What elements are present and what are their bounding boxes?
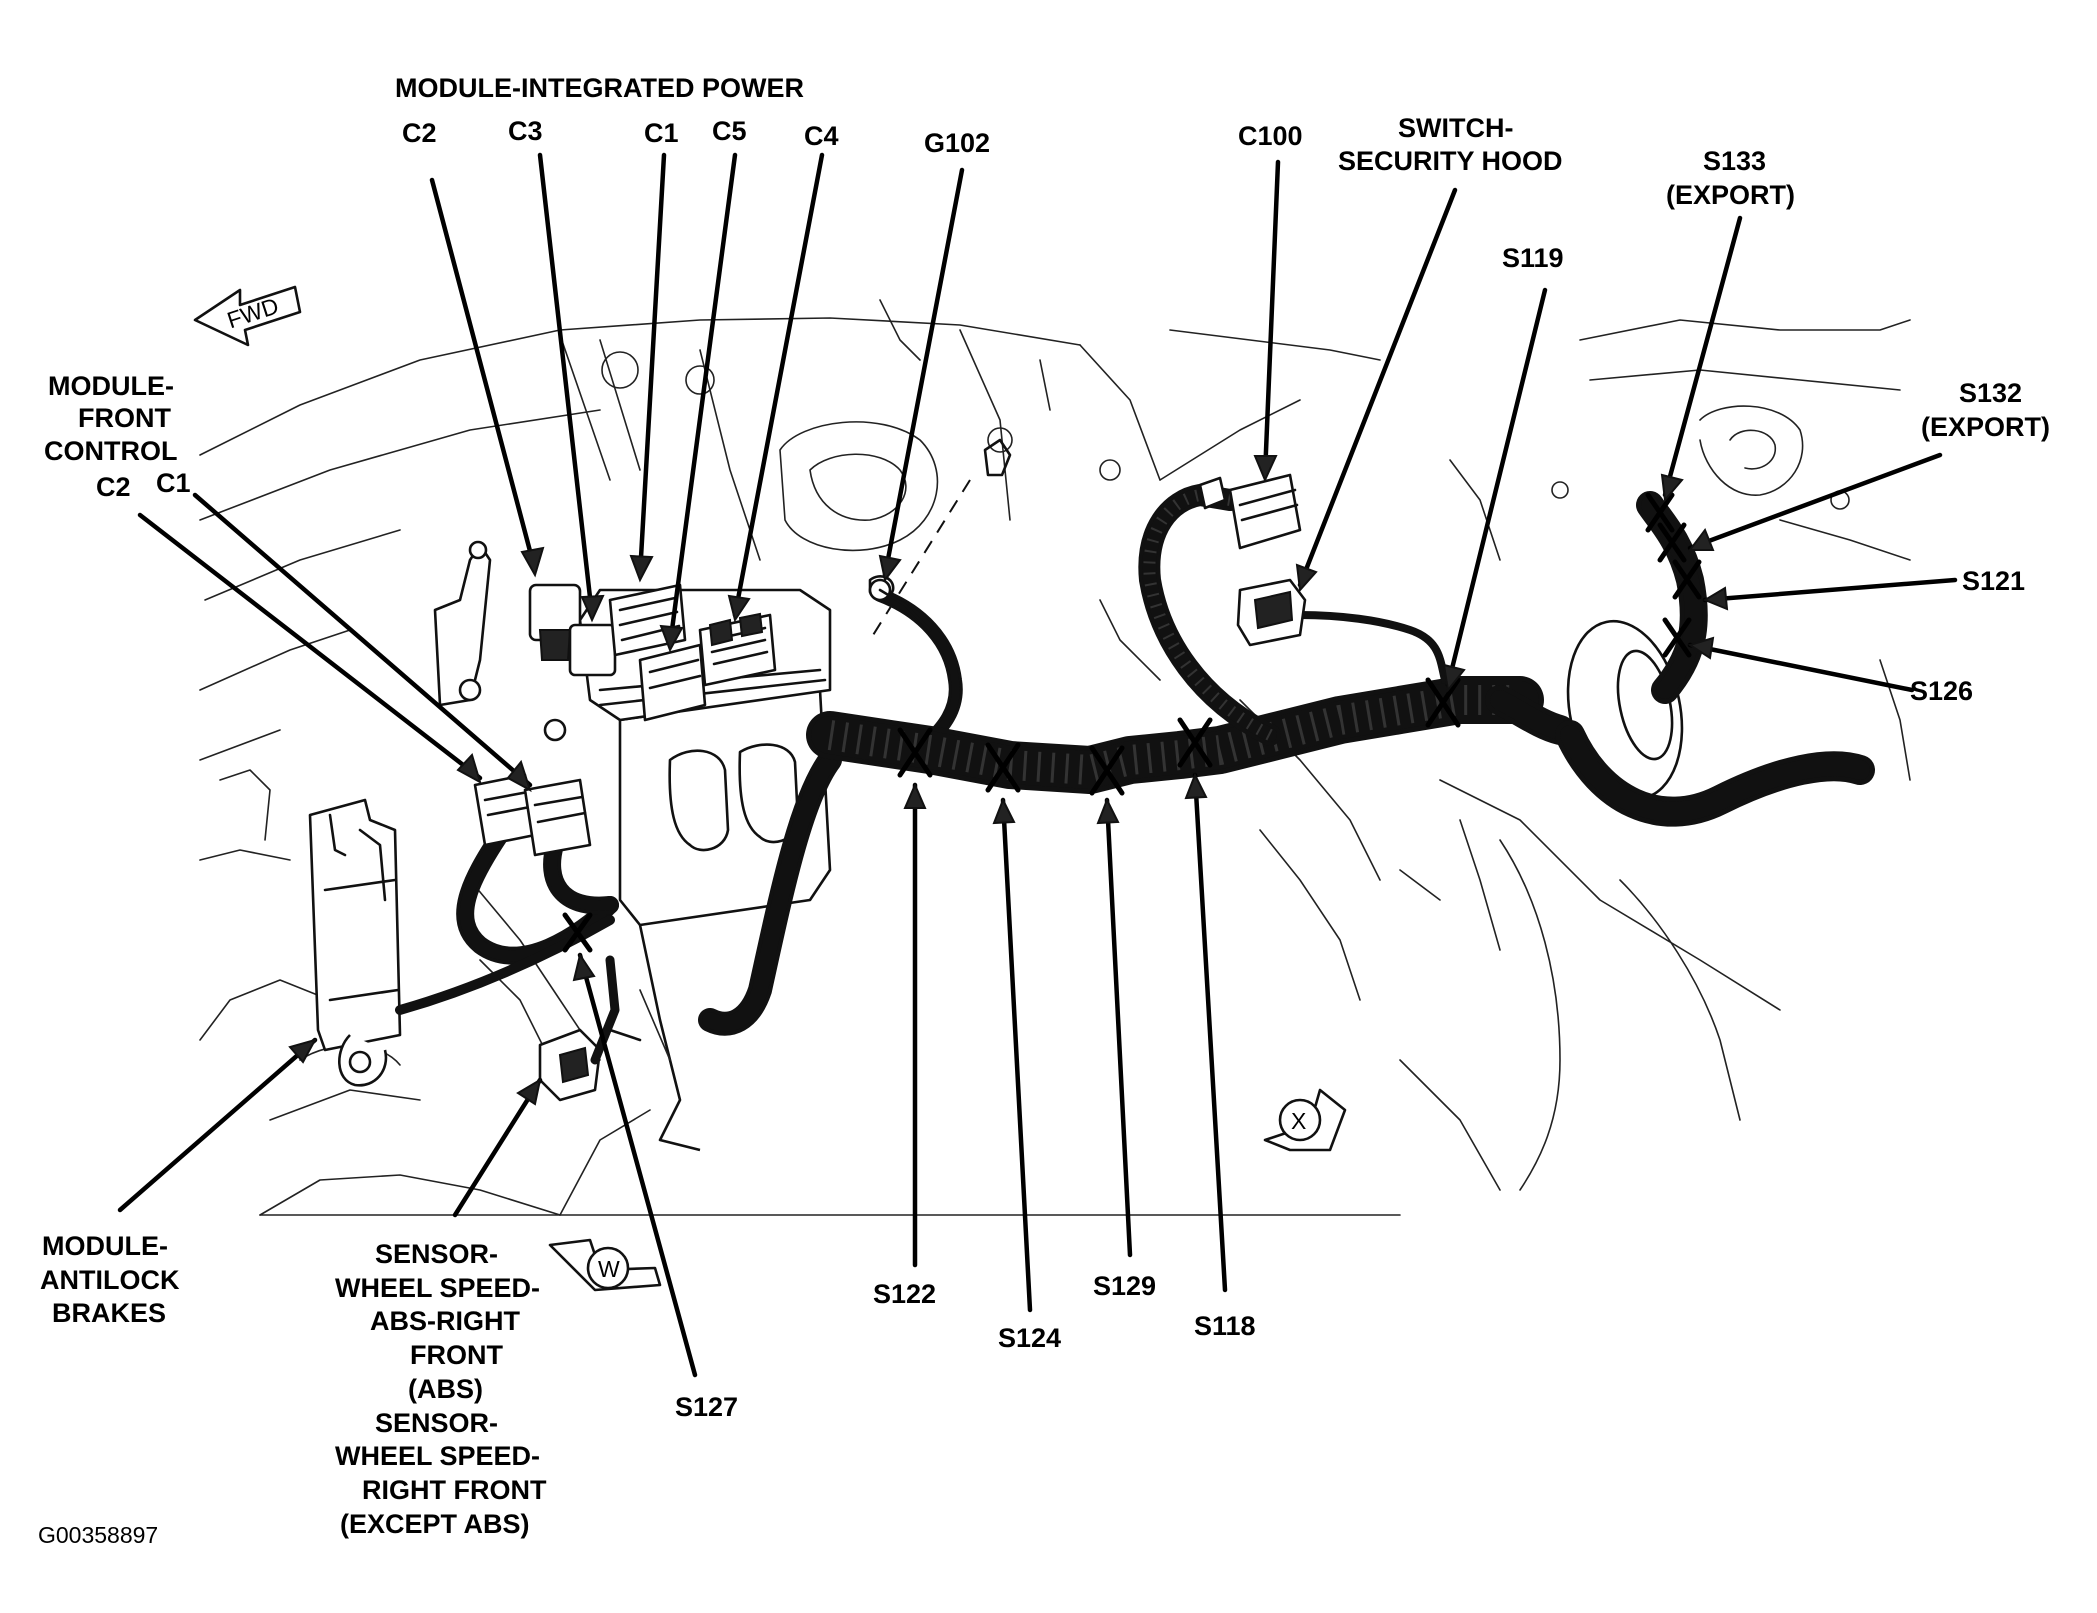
figure-id: G00358897 (38, 1522, 158, 1548)
label-module-front-control-3: CONTROL (44, 436, 177, 466)
label-sensor-7: WHEEL SPEED- (335, 1441, 540, 1471)
wheel-speed-sensor-connector (538, 955, 642, 1102)
g102-ground (868, 578, 932, 632)
label-s133-2: (EXPORT) (1666, 180, 1795, 210)
label-sensor-9: (EXCEPT ABS) (340, 1509, 530, 1539)
label-g102: G102 (924, 128, 990, 158)
label-module-front-control-2: FRONT (78, 403, 171, 433)
view-w-marker: W (548, 1238, 662, 1292)
label-sensor-1: SENSOR- (375, 1239, 498, 1269)
label-ipm-c1: C1 (644, 118, 679, 148)
label-s132-1: S132 (1959, 378, 2022, 408)
ipm-c3-connector (568, 623, 617, 677)
leader-lines (117, 152, 1958, 1378)
label-module-integrated-power: MODULE-INTEGRATED POWER (395, 73, 804, 103)
label-sensor-5: (ABS) (408, 1374, 483, 1404)
splice-s127 (562, 912, 593, 953)
label-s119: S119 (1502, 243, 1564, 273)
label-module-antilock-brakes-3: BRAKES (52, 1298, 166, 1328)
splice-s122 (897, 727, 933, 778)
label-sensor-2: WHEEL SPEED- (335, 1273, 540, 1303)
label-sensor-6: SENSOR- (375, 1408, 498, 1438)
label-s121: S121 (1962, 566, 2025, 596)
label-sensor-8: RIGHT FRONT (362, 1475, 547, 1505)
callout-labels: MODULE-INTEGRATED POWER C2 C3 C1 C5 C4 G… (38, 73, 2050, 1548)
label-s118: S118 (1194, 1311, 1256, 1341)
label-s132-2: (EXPORT) (1921, 412, 2050, 442)
label-fcm-c1: C1 (156, 468, 191, 498)
antilock-brake-module (308, 798, 615, 1087)
label-s133-1: S133 (1703, 146, 1766, 176)
security-hood-switch (1236, 578, 1307, 647)
splice-s124 (985, 742, 1021, 793)
main-wiring-harness (698, 484, 1875, 1036)
label-module-antilock-brakes-1: MODULE- (42, 1231, 168, 1261)
view-x-letter: X (1291, 1108, 1306, 1134)
splice-marks (562, 492, 1702, 953)
label-ipm-c4: C4 (804, 121, 839, 151)
splice-s121 (1672, 559, 1702, 600)
splice-s118 (1177, 717, 1213, 768)
splice-s133 (1645, 492, 1675, 533)
splice-s129 (1089, 745, 1125, 796)
fwd-arrow-indicator: FWD (193, 285, 302, 347)
view-x-marker: X (1263, 1088, 1347, 1152)
label-sensor-4: FRONT (410, 1340, 503, 1370)
label-module-front-control-1: MODULE- (48, 371, 174, 401)
label-s124: S124 (998, 1323, 1061, 1353)
splice-s126 (1662, 617, 1692, 658)
view-w-letter: W (598, 1256, 620, 1282)
label-s122: S122 (873, 1279, 936, 1309)
label-s127: S127 (675, 1392, 738, 1422)
label-switch-security-hood-2: SECURITY HOOD (1338, 146, 1563, 176)
label-s129: S129 (1093, 1271, 1156, 1301)
label-ipm-c2: C2 (402, 118, 437, 148)
c100-connector (1198, 473, 1302, 550)
splice-s119 (1425, 677, 1461, 728)
label-module-antilock-brakes-2: ANTILOCK (40, 1265, 180, 1295)
label-switch-security-hood-1: SWITCH- (1398, 113, 1513, 143)
label-s126: S126 (1910, 676, 1973, 706)
label-sensor-3: ABS-RIGHT (370, 1306, 520, 1336)
label-ipm-c5: C5 (712, 116, 747, 146)
label-c100: C100 (1238, 121, 1303, 151)
label-ipm-c3: C3 (508, 116, 543, 146)
label-fcm-c2: C2 (96, 472, 131, 502)
splice-s132 (1657, 522, 1687, 563)
